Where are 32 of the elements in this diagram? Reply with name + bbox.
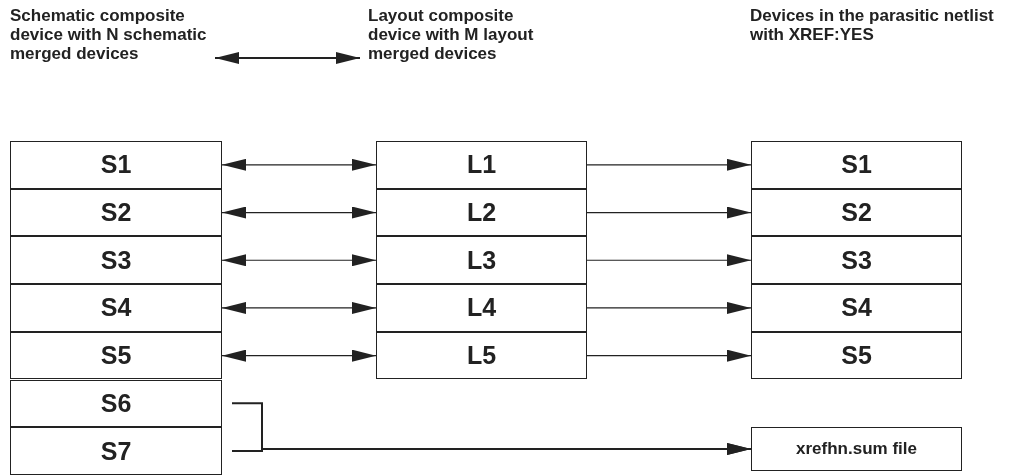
- device-box: xrefhn.sum file: [751, 427, 962, 471]
- arrow: [586, 158, 752, 171]
- device-box: L4: [376, 284, 587, 332]
- arrow: [586, 301, 752, 314]
- arrow: [221, 158, 377, 171]
- column-heading: Layout composite device with M layout merged devices: [368, 6, 568, 63]
- device-box: S2: [751, 188, 962, 237]
- device-box: L5: [376, 331, 587, 380]
- arrow: [221, 349, 377, 362]
- device-box: S3: [10, 236, 222, 285]
- device-box: S2: [10, 188, 222, 237]
- column-heading: Devices in the parasitic netlist with XREF:YES: [750, 6, 1000, 44]
- device-box: L1: [376, 141, 587, 189]
- arrow: [221, 301, 377, 314]
- device-box: S4: [751, 284, 962, 332]
- device-box: S3: [751, 236, 962, 285]
- arrow: [586, 254, 752, 267]
- device-box: S1: [10, 141, 222, 189]
- device-box: S4: [10, 284, 222, 332]
- device-box: S6: [10, 379, 222, 428]
- device-box: S5: [10, 331, 222, 380]
- arrow: [214, 52, 361, 64]
- device-box: S7: [10, 427, 222, 475]
- arrow: [221, 254, 377, 267]
- column-heading: Schematic composite device with N schematic merged devices: [10, 6, 210, 63]
- device-box: L2: [376, 188, 587, 237]
- arrow: [586, 206, 752, 219]
- device-box: L3: [376, 236, 587, 285]
- device-box: S5: [751, 331, 962, 380]
- device-box: S1: [751, 141, 962, 189]
- arrow: [221, 206, 377, 219]
- arrow: [586, 349, 752, 362]
